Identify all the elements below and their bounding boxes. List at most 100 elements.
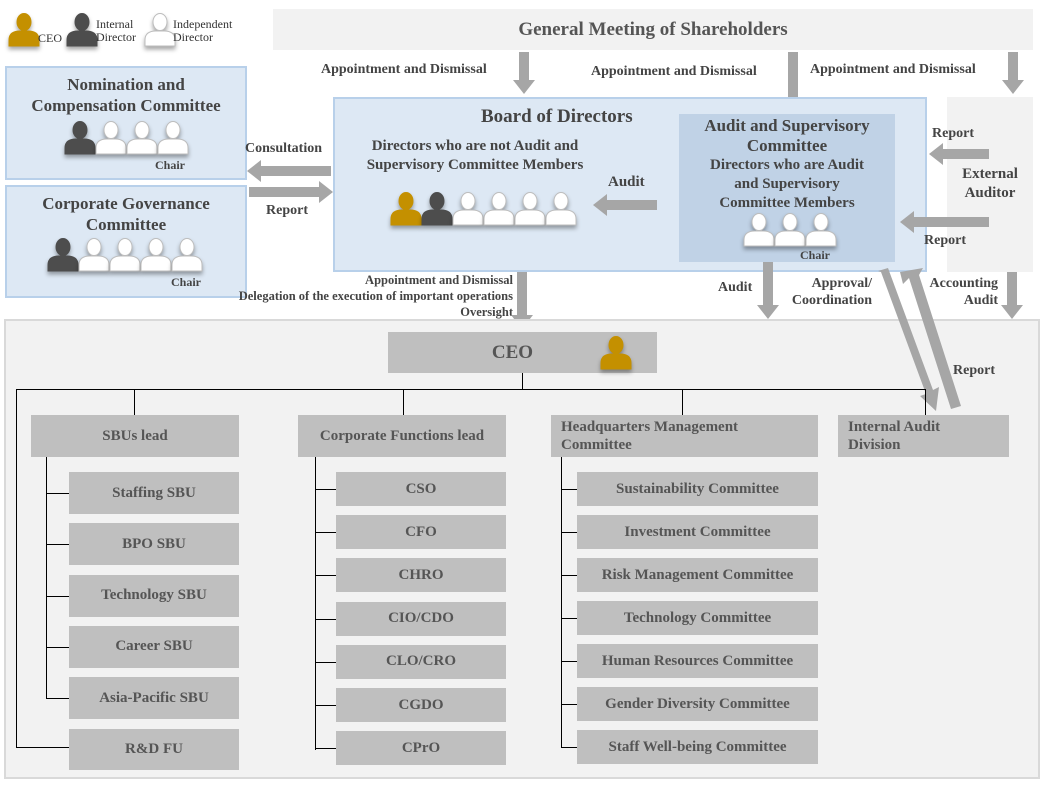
- appointment-label-3: Appointment and Dismissal: [810, 62, 976, 77]
- ceo-person-icon: [390, 191, 422, 231]
- appointment-label-1: Appointment and Dismissal: [321, 62, 487, 77]
- sbu-box: BPO SBU: [69, 523, 239, 566]
- report-ext-label-2: Report: [924, 233, 966, 248]
- approval-label: Approval/Coordination: [791, 276, 872, 308]
- audit-down-arrow: [757, 262, 779, 319]
- internal-person-icon: [47, 237, 79, 277]
- corporate-functions-lead-box: Corporate Functions lead: [298, 415, 506, 457]
- ceo-person-icon: [600, 335, 632, 376]
- sbu-box: Staffing SBU: [69, 472, 239, 514]
- independent-person-icon: [171, 237, 203, 277]
- report-arrow-ext-2: [900, 211, 989, 233]
- connector: [561, 618, 577, 619]
- ceo-box: CEO: [388, 332, 657, 373]
- connector: [315, 705, 336, 706]
- ceo-person-icon: [8, 12, 40, 52]
- hq-committee-box: Staff Well-being Committee: [577, 730, 818, 764]
- internal-director-person-icon: [66, 12, 98, 52]
- sbu-box-label: Asia-Pacific SBU: [99, 689, 209, 706]
- independent-person-icon: [95, 120, 127, 160]
- connector: [315, 661, 336, 663]
- board-title: Board of Directors: [481, 106, 633, 127]
- connector: [46, 698, 69, 700]
- connector: [315, 457, 316, 750]
- hq-committee-box-label: Sustainability Committee: [616, 480, 779, 497]
- sbu-box-label: Staffing SBU: [112, 484, 196, 501]
- independent-person-icon: [805, 212, 837, 252]
- legend-ceo-label: CEO: [38, 31, 62, 45]
- corporate-function-box-label: CGDO: [398, 696, 444, 713]
- sbu-box-label: BPO SBU: [122, 535, 186, 552]
- consultation-label: Consultation: [245, 141, 323, 156]
- connector: [315, 489, 336, 490]
- hq-committee-box-label: Human Resources Committee: [601, 652, 794, 669]
- sbu-box-label: Technology SBU: [101, 587, 207, 604]
- appointment-arrow-nomination: [513, 52, 535, 94]
- connector: [315, 748, 336, 750]
- independent-person-icon: [545, 191, 577, 231]
- independent-director-person-icon: [144, 12, 176, 52]
- hq-committee-box-label: Investment Committee: [624, 523, 771, 540]
- independent-person-icon: [140, 237, 172, 277]
- appointment-arrow-external-auditor: [1002, 52, 1024, 94]
- connector: [16, 389, 17, 748]
- independent-person-icon: [157, 120, 189, 160]
- independent-person-icon: [452, 191, 484, 231]
- connector: [561, 532, 577, 533]
- audit-inner-label: Audit: [608, 174, 645, 190]
- corporate-function-box: CHRO: [336, 558, 506, 593]
- corporate-function-box: CGDO: [336, 688, 506, 722]
- connector: [315, 575, 336, 577]
- hq-committee-box: Risk Management Committee: [577, 558, 818, 592]
- sbu-box: Technology SBU: [69, 574, 239, 617]
- corporate-function-box-label: CSO: [405, 480, 437, 497]
- accounting-audit-arrow: [1001, 272, 1023, 319]
- corporate-functions-lead-label: Corporate Functions lead: [319, 427, 485, 444]
- shareholders-box: General Meeting of Shareholders: [273, 9, 1033, 50]
- corporate-function-box: CIO/CDO: [336, 601, 506, 636]
- corporate-function-box-label: CFO: [405, 523, 437, 540]
- hq-committee-box-label: Technology Committee: [623, 609, 772, 626]
- corporate-function-box-label: CIO/CDO: [388, 610, 454, 627]
- independent-person-icon: [109, 237, 141, 277]
- connector: [315, 618, 336, 620]
- connector: [46, 457, 47, 698]
- report-arrow-from-internal-audit: [900, 268, 961, 409]
- corporate-function-box-label: CHRO: [398, 566, 444, 583]
- connector: [16, 747, 69, 748]
- appointment-arrow-audit-committee: [782, 52, 804, 112]
- independent-person-icon: [743, 212, 775, 252]
- report-left-label: Report: [266, 203, 308, 218]
- independent-person-icon: [483, 191, 515, 231]
- connector: [16, 389, 926, 390]
- audit-down-label: Audit: [718, 280, 753, 295]
- ceo-title: CEO: [491, 341, 534, 363]
- rd-fu-label: R&D FU: [125, 741, 183, 757]
- audit-arrow-to-directors: [593, 194, 657, 216]
- internal-person-icon: [421, 191, 453, 231]
- connector: [315, 532, 336, 534]
- connector: [46, 493, 69, 494]
- internal-person-icon: [64, 120, 96, 160]
- connector: [561, 661, 577, 662]
- sbus-lead-box: SBUs lead: [31, 415, 239, 457]
- corporate-function-box-label: CPrO: [401, 739, 441, 756]
- sbu-box: Career SBU: [69, 625, 239, 668]
- independent-person-icon: [514, 191, 546, 231]
- hq-committee-box-label: Gender Diversity Committee: [605, 695, 790, 712]
- connector: [561, 457, 562, 748]
- connector: [522, 373, 523, 390]
